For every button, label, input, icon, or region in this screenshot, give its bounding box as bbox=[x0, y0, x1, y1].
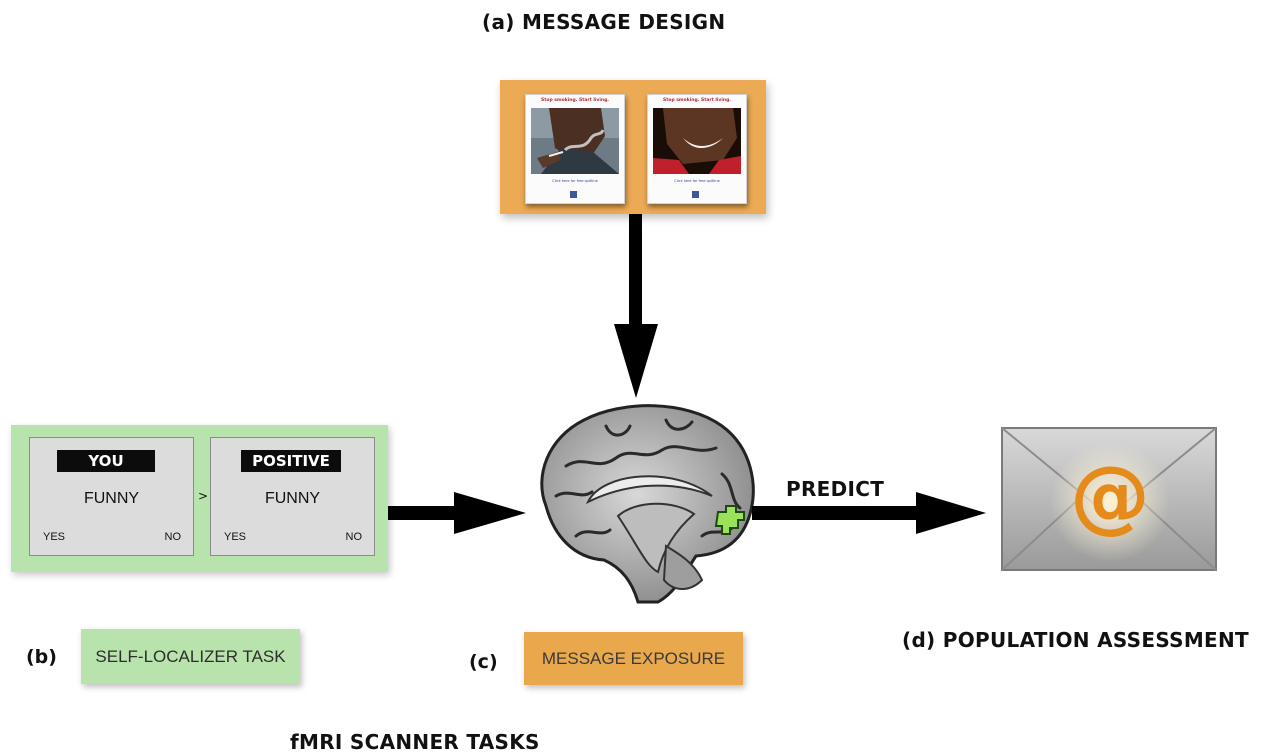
facebook-icon bbox=[570, 191, 577, 198]
ad-link: Click here for free quitline bbox=[552, 179, 598, 183]
ad-headline: Stop smoking. Start living. bbox=[662, 98, 732, 103]
task-card-positive: POSITIVE FUNNY YES NO bbox=[210, 437, 375, 556]
card-label: POSITIVE bbox=[241, 450, 341, 472]
envelope-icon bbox=[1001, 427, 1217, 571]
card-yes-option: YES bbox=[43, 531, 66, 543]
task-card-you: YOU FUNNY YES NO bbox=[29, 437, 194, 556]
email-at-symbol: @ bbox=[1070, 449, 1150, 542]
comparison-symbol: > bbox=[198, 489, 209, 503]
label-b: (b) bbox=[26, 646, 57, 668]
card-no-option: NO bbox=[345, 531, 363, 543]
card-trait-word: FUNNY bbox=[83, 490, 140, 507]
facebook-icon bbox=[692, 191, 699, 198]
arrow-right-icon bbox=[388, 492, 526, 534]
predict-label: PREDICT bbox=[786, 477, 885, 501]
fmri-scanner-tasks-caption: fMRI SCANNER TASKS bbox=[290, 730, 540, 754]
roi-highlight bbox=[714, 505, 745, 535]
card-no-option: NO bbox=[164, 531, 182, 543]
label-c: (c) bbox=[469, 651, 498, 673]
ad-card-smoking: Stop smoking. Start living. Click here f… bbox=[525, 94, 625, 204]
message-design-panel: Stop smoking. Start living. Click here f… bbox=[500, 80, 766, 214]
arrow-right-icon bbox=[752, 492, 986, 534]
ad-card-living: Stop smoking. Start living. Click here f… bbox=[647, 94, 747, 204]
ad-headline: Stop smoking. Start living. bbox=[540, 98, 610, 103]
card-yes-option: YES bbox=[224, 531, 247, 543]
brain-icon bbox=[540, 404, 755, 604]
message-exposure-tag: MESSAGE EXPOSURE bbox=[524, 632, 743, 685]
ad-link: Click here for free quitline bbox=[674, 179, 720, 183]
self-localizer-task-tag: SELF-LOCALIZER TASK bbox=[81, 629, 300, 684]
title-message-design: (a) MESSAGE DESIGN bbox=[482, 10, 726, 34]
arrow-down-icon bbox=[614, 214, 658, 398]
card-trait-word: FUNNY bbox=[264, 490, 321, 507]
self-localizer-panel: YOU FUNNY YES NO > POSITIVE FUNNY YES NO bbox=[11, 425, 388, 572]
card-label: YOU bbox=[57, 450, 155, 472]
ad-photo-living bbox=[653, 108, 741, 174]
title-population-assessment: (d) POPULATION ASSESSMENT bbox=[902, 628, 1249, 652]
ad-photo-smoking bbox=[531, 108, 619, 174]
